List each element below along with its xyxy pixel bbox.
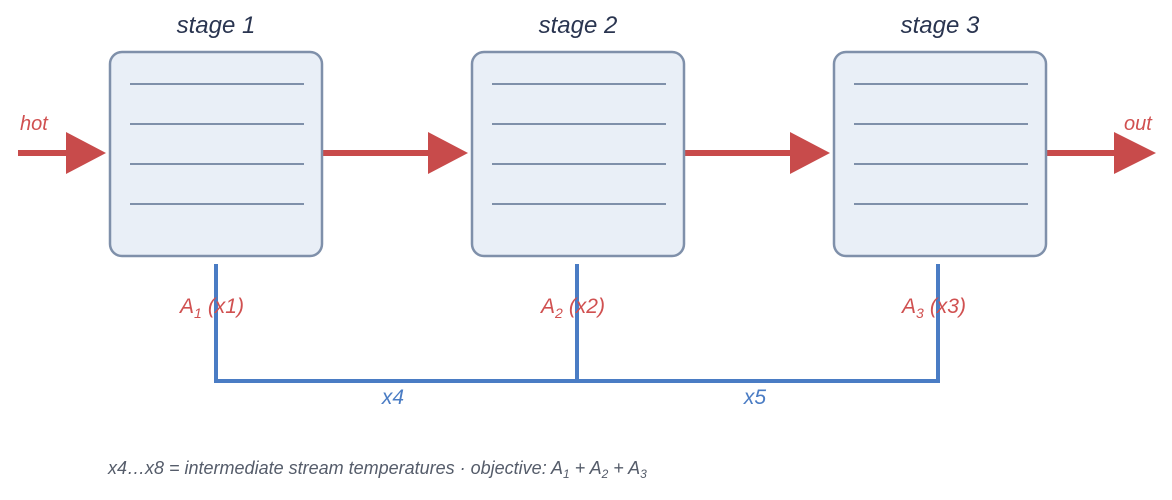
stage-3-area-label: A3(x3) — [900, 295, 966, 321]
stage-1[interactable]: stage 1 — [108, 12, 324, 258]
arrow-2-3-head — [790, 132, 830, 174]
outlet-arrow-head — [1114, 132, 1156, 174]
stage-3-box[interactable] — [832, 50, 1048, 258]
footnote: x4…x8 = intermediate stream temperatures… — [107, 458, 647, 481]
stage-2-area-label: A2(x2) — [539, 295, 605, 321]
stage-3-title: stage 3 — [901, 12, 980, 39]
hot-stream — [18, 132, 1156, 174]
stage-2-box[interactable] — [470, 50, 686, 258]
stage-1-box[interactable] — [108, 50, 324, 258]
stage-3[interactable]: stage 3 — [832, 12, 1048, 258]
inlet-arrow-head — [66, 132, 106, 174]
stage-1-title: stage 1 — [177, 12, 256, 39]
arrow-1-2-head — [428, 132, 468, 174]
stage-2[interactable]: stage 2 — [470, 12, 686, 258]
footnote-prefix: x4…x8 = intermediate stream temperatures… — [107, 458, 551, 478]
connector-label-x4: x4 — [381, 386, 404, 409]
outlet-label: out — [1124, 113, 1153, 135]
connector-label-x5: x5 — [743, 386, 767, 409]
stage-1-area-label: A1(x1) — [178, 295, 244, 321]
inlet-label: hot — [20, 113, 49, 135]
connector-network — [214, 264, 940, 383]
stage-2-title: stage 2 — [539, 12, 618, 39]
